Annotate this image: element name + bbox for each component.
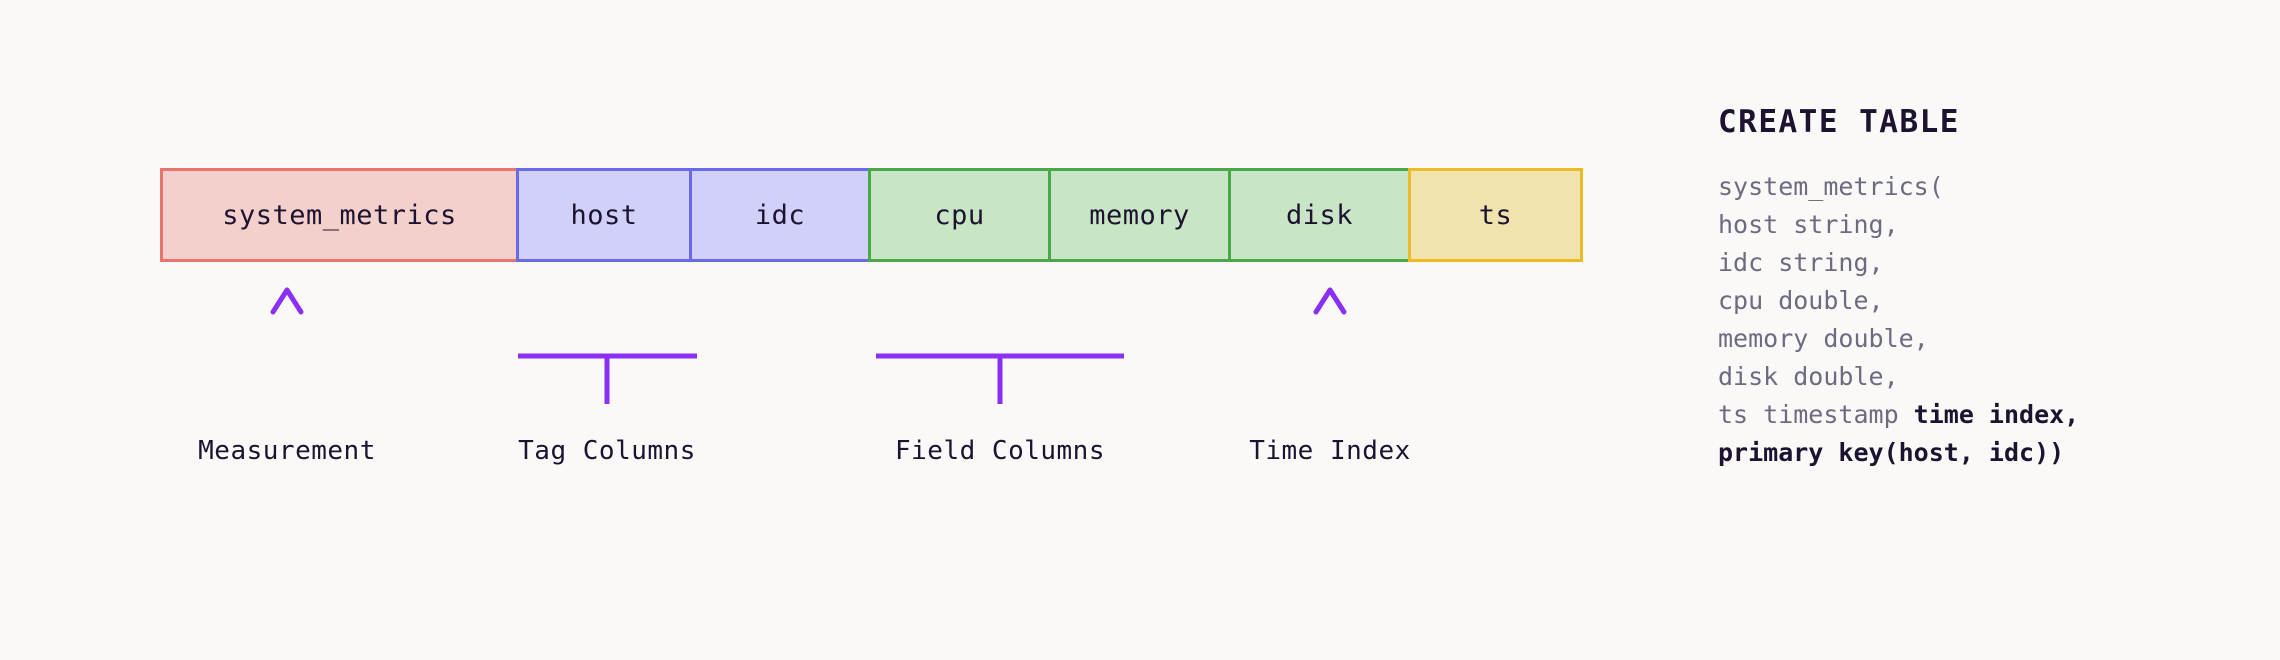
create-table-sql-body: system_metrics( host string, idc string,…	[1718, 168, 2238, 472]
sql-segment: idc string,	[1718, 248, 1884, 277]
group-label-time-index: Time Index	[1249, 436, 1411, 466]
column-box-measurement[interactable]: system_metrics	[160, 168, 519, 262]
column-box-disk[interactable]: disk	[1228, 168, 1411, 262]
column-label: idc	[754, 199, 806, 231]
column-box-host[interactable]: host	[516, 168, 692, 262]
create-table-heading: CREATE TABLE	[1718, 104, 1960, 140]
group-label-measurement: Measurement	[198, 436, 376, 466]
group-label-field-columns: Field Columns	[895, 436, 1105, 466]
column-box-memory[interactable]: memory	[1048, 168, 1231, 262]
sql-segment: disk double,	[1718, 362, 1899, 391]
connector-arrow-time-index	[1313, 287, 1347, 400]
column-label: ts	[1478, 199, 1513, 231]
column-box-cpu[interactable]: cpu	[868, 168, 1051, 262]
column-label: system_metrics	[222, 199, 457, 231]
connector-bracket-fields	[876, 300, 1124, 404]
column-label: host	[570, 199, 638, 231]
sql-segment: host string,	[1718, 210, 1899, 239]
column-box-idc[interactable]: idc	[689, 168, 871, 262]
column-label: memory	[1089, 199, 1190, 231]
sql-segment: primary key(host, idc))	[1718, 438, 2065, 467]
sql-segment: ts timestamp	[1718, 400, 1914, 429]
column-label: disk	[1285, 199, 1354, 231]
column-box-ts[interactable]: ts	[1408, 168, 1583, 262]
schema-column-strip: system_metrics host idc cpu memory disk …	[160, 168, 1583, 262]
sql-segment: memory double,	[1718, 324, 1929, 353]
sql-segment: cpu double,	[1718, 286, 1884, 315]
create-table-panel: CREATE TABLE system_metrics( host string…	[1718, 104, 2238, 472]
connector-bracket-tags	[518, 300, 697, 404]
group-label-tag-columns: Tag Columns	[518, 436, 696, 466]
column-label: cpu	[934, 199, 985, 231]
connector-arrow-measurement	[270, 287, 304, 400]
sql-segment: system_metrics(	[1718, 172, 1944, 201]
sql-segment: time index,	[1913, 400, 2080, 429]
